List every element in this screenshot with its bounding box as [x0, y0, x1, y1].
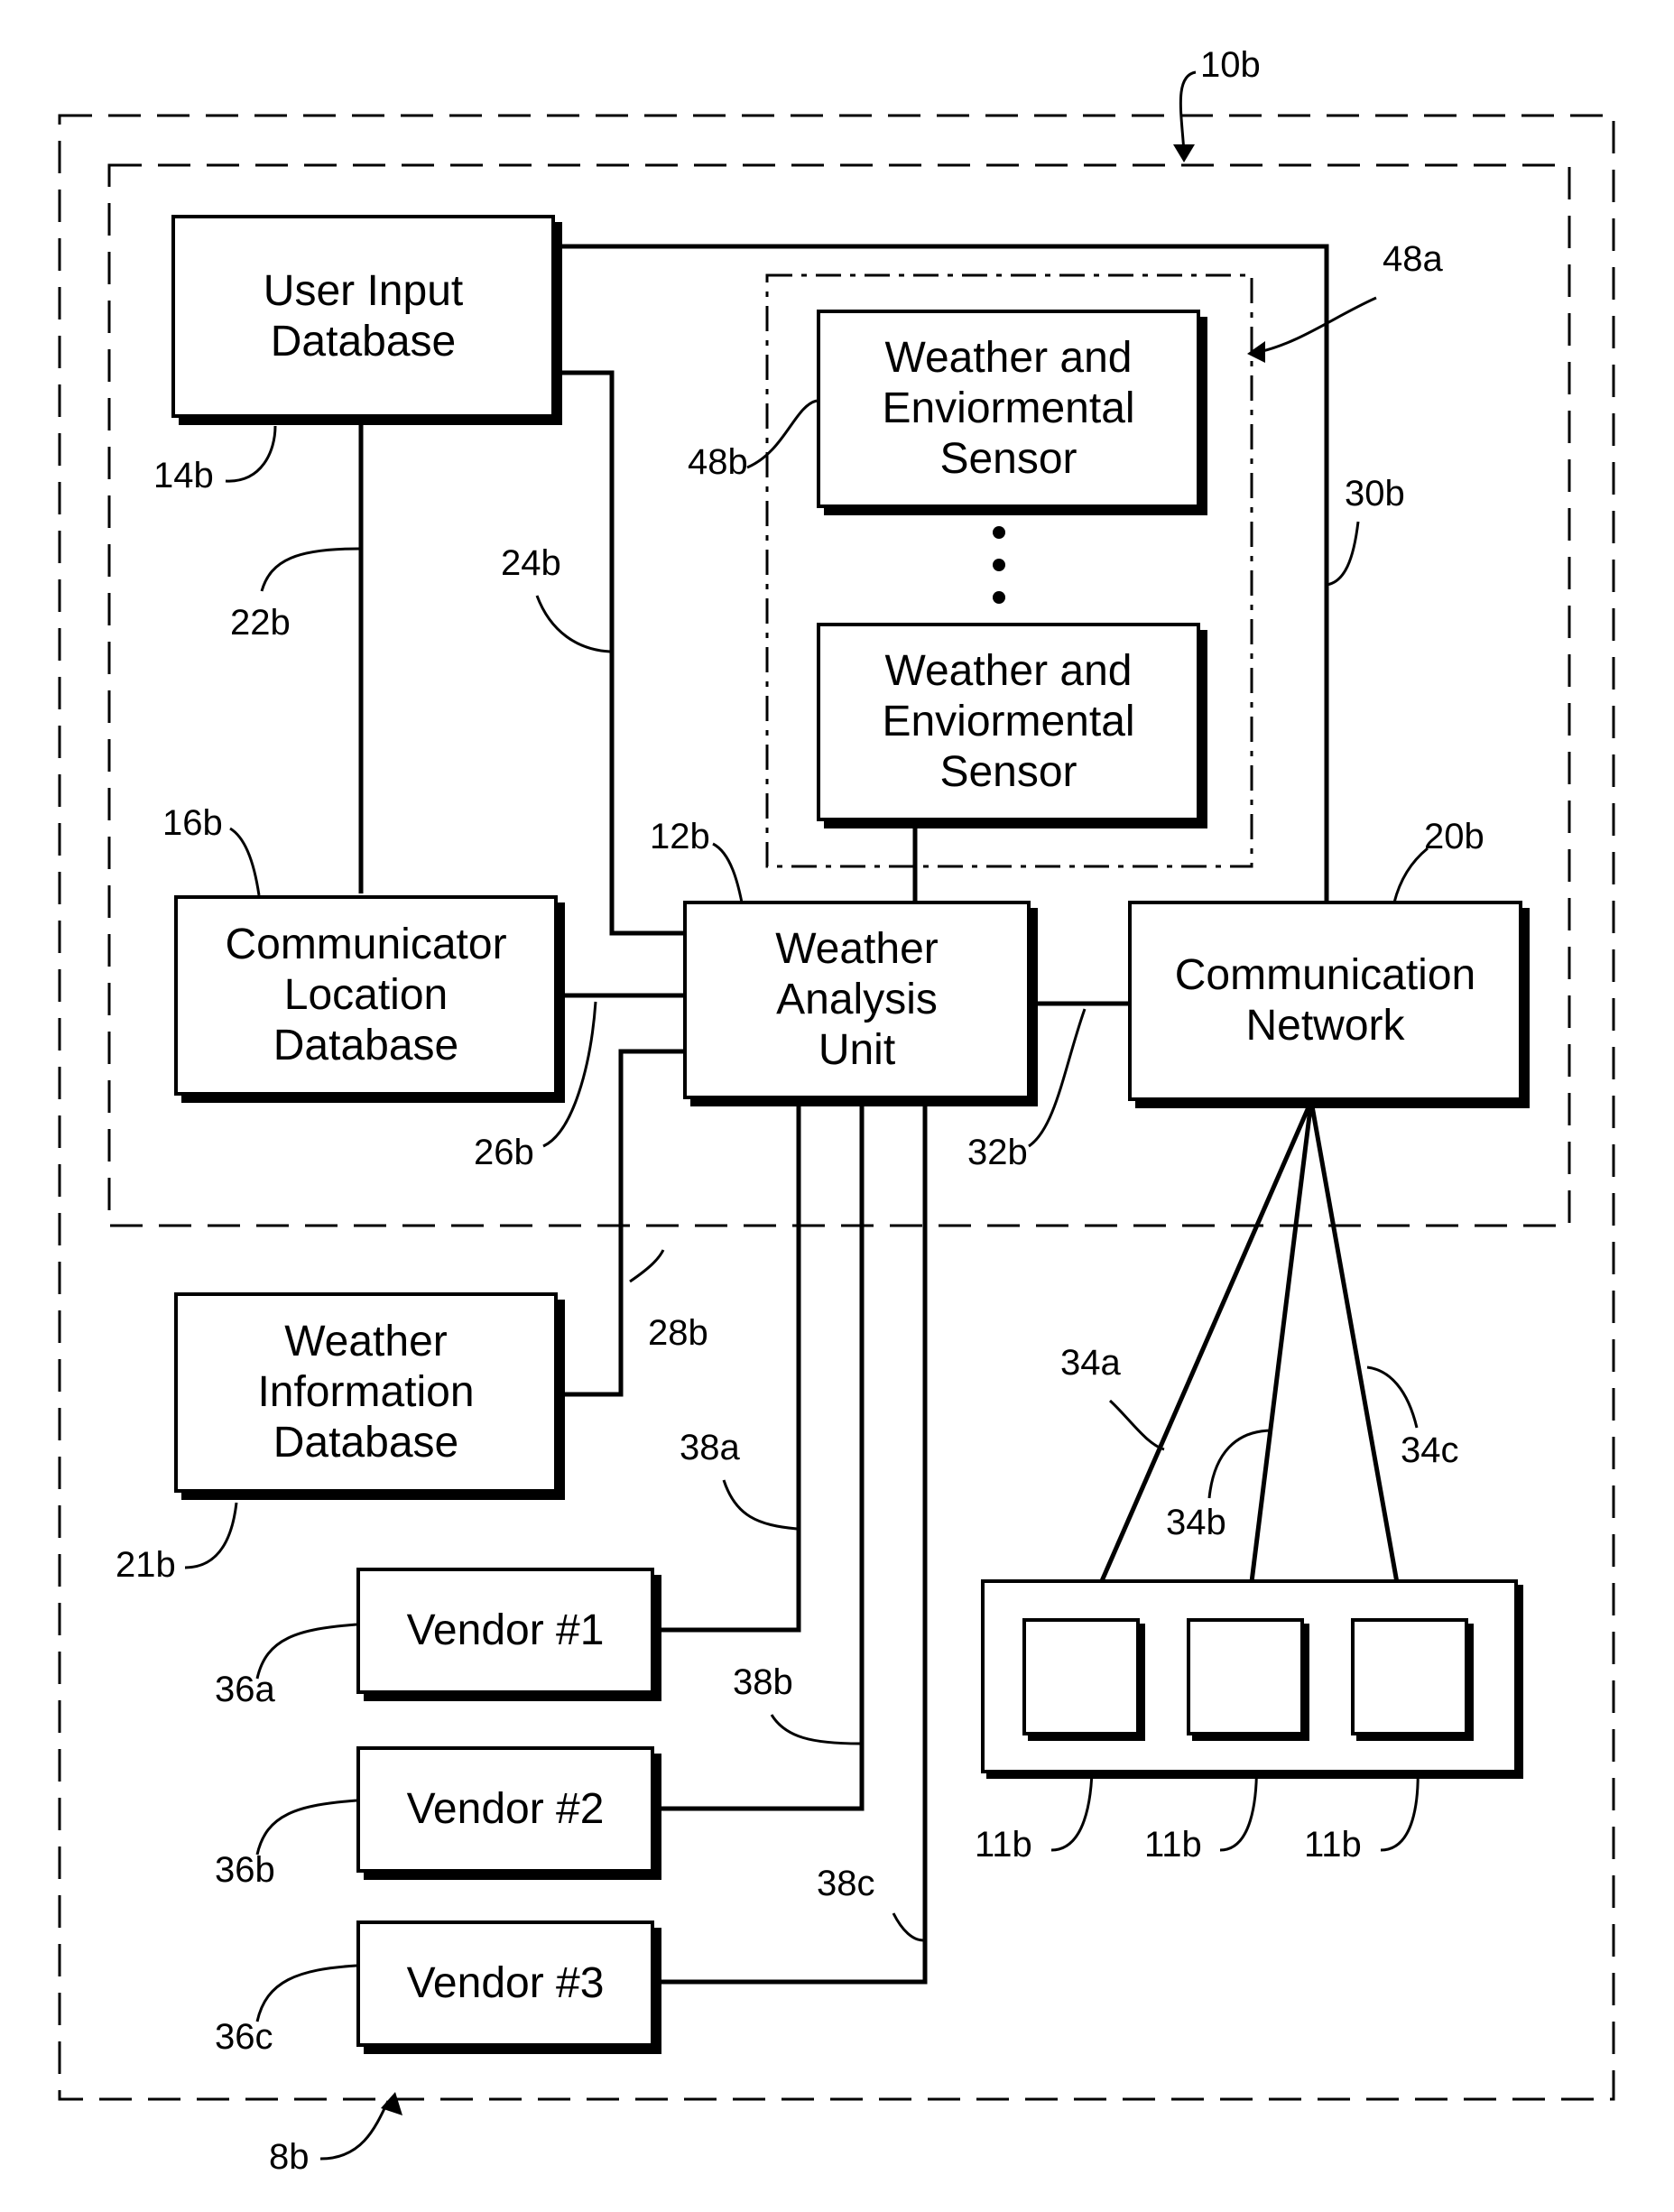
ref-22b: 22b — [230, 603, 291, 643]
line-38c — [654, 1099, 925, 1982]
ref-12b: 12b — [650, 817, 710, 857]
ref-48a: 48a — [1383, 239, 1443, 280]
ref-20b: 20b — [1424, 817, 1484, 857]
communicator-location-line-1: Communicator — [225, 920, 506, 970]
communicator-device-3 — [1351, 1618, 1468, 1735]
ref-36a: 36a — [215, 1670, 275, 1710]
weather-information-line-2: Information — [257, 1367, 474, 1418]
ellipsis-dots — [993, 526, 1005, 604]
ref-11b-2: 11b — [1144, 1825, 1202, 1865]
leader-38a — [724, 1480, 797, 1529]
communication-network-line-1: Communication — [1175, 950, 1475, 1001]
sensor-1-line-1: Weather and — [885, 333, 1133, 384]
ref-14b: 14b — [153, 456, 214, 496]
communicator-device-2 — [1187, 1618, 1304, 1735]
leader-38c — [893, 1913, 923, 1940]
weather-analysis-line-3: Unit — [819, 1025, 895, 1076]
sensor-1-line-3: Sensor — [939, 434, 1077, 485]
leader-48b — [747, 401, 817, 467]
leader-12b — [713, 844, 742, 902]
weather-analysis-unit-box: Weather Analysis Unit — [683, 901, 1031, 1099]
ref-38c: 38c — [817, 1864, 875, 1904]
vendor-2-label: Vendor #2 — [407, 1784, 605, 1835]
line-34c — [1311, 1101, 1403, 1618]
communication-network-line-2: Network — [1245, 1001, 1404, 1051]
ref-28b: 28b — [648, 1313, 708, 1354]
ref-10b: 10b — [1200, 45, 1261, 86]
vendor-3-label: Vendor #3 — [407, 1958, 605, 2009]
sensor-1-line-2: Enviormental — [882, 384, 1134, 434]
ref-38b: 38b — [733, 1662, 793, 1703]
leader-30b — [1327, 522, 1358, 585]
weather-information-database-box: Weather Information Database — [174, 1292, 558, 1493]
sensor-box-2: Weather and Enviormental Sensor — [817, 623, 1200, 821]
ref-30b: 30b — [1345, 474, 1405, 514]
leader-20b — [1394, 848, 1428, 902]
weather-information-line-1: Weather — [284, 1317, 448, 1367]
ref-21b: 21b — [116, 1545, 176, 1586]
leader-38b — [772, 1715, 860, 1744]
ref-34a: 34a — [1060, 1343, 1121, 1384]
leader-28b — [630, 1250, 663, 1282]
leader-8b — [320, 2101, 388, 2159]
communication-network-box: Communication Network — [1128, 901, 1522, 1101]
user-input-database-box: User Input Database — [171, 215, 555, 418]
ref-36c: 36c — [215, 2017, 273, 2058]
leader-48a — [1259, 298, 1376, 352]
leader-32b — [1029, 1009, 1085, 1146]
ref-26b: 26b — [474, 1133, 534, 1173]
leader-14b — [226, 426, 275, 481]
ref-34c: 34c — [1401, 1430, 1459, 1471]
ref-11b-1: 11b — [975, 1825, 1032, 1865]
vendor-1-box: Vendor #1 — [356, 1568, 654, 1694]
ref-48b: 48b — [688, 442, 748, 483]
communicator-location-line-3: Database — [273, 1021, 458, 1071]
leader-34a — [1110, 1401, 1164, 1449]
ref-11b-3: 11b — [1304, 1825, 1362, 1865]
user-input-database-line-1: User Input — [264, 266, 463, 317]
communicator-location-database-box: Communicator Location Database — [174, 895, 558, 1096]
weather-information-line-3: Database — [273, 1418, 458, 1468]
sensor-box-1: Weather and Enviormental Sensor — [817, 310, 1200, 508]
ref-34b: 34b — [1166, 1503, 1226, 1543]
leader-36b — [257, 1800, 356, 1855]
ref-16b: 16b — [162, 803, 223, 844]
leader-21b — [185, 1503, 236, 1568]
arrowhead-48a — [1247, 341, 1265, 363]
arrowhead-10b — [1173, 144, 1195, 162]
ref-8b: 8b — [269, 2137, 310, 2178]
vendor-1-label: Vendor #1 — [407, 1606, 605, 1656]
vendor-3-box: Vendor #3 — [356, 1920, 654, 2047]
leader-36c — [257, 1966, 356, 2022]
ref-24b: 24b — [501, 543, 561, 584]
sensor-2-line-3: Sensor — [939, 747, 1077, 798]
leader-24b — [537, 596, 610, 652]
weather-analysis-line-2: Analysis — [776, 975, 938, 1025]
leader-10b — [1180, 72, 1196, 153]
weather-analysis-line-1: Weather — [775, 924, 939, 975]
communicator-device-1 — [1022, 1618, 1140, 1735]
vendor-2-box: Vendor #2 — [356, 1746, 654, 1873]
leader-34c — [1367, 1367, 1417, 1428]
ref-36b: 36b — [215, 1850, 275, 1891]
line-38a — [654, 1099, 799, 1630]
ref-38a: 38a — [680, 1428, 740, 1468]
leader-22b — [262, 549, 359, 591]
sensor-2-line-2: Enviormental — [882, 697, 1134, 747]
ref-32b: 32b — [967, 1133, 1028, 1173]
leader-16b — [230, 828, 259, 895]
user-input-database-line-2: Database — [271, 317, 456, 367]
sensor-2-line-1: Weather and — [885, 646, 1133, 697]
communicator-location-line-2: Location — [284, 970, 448, 1021]
